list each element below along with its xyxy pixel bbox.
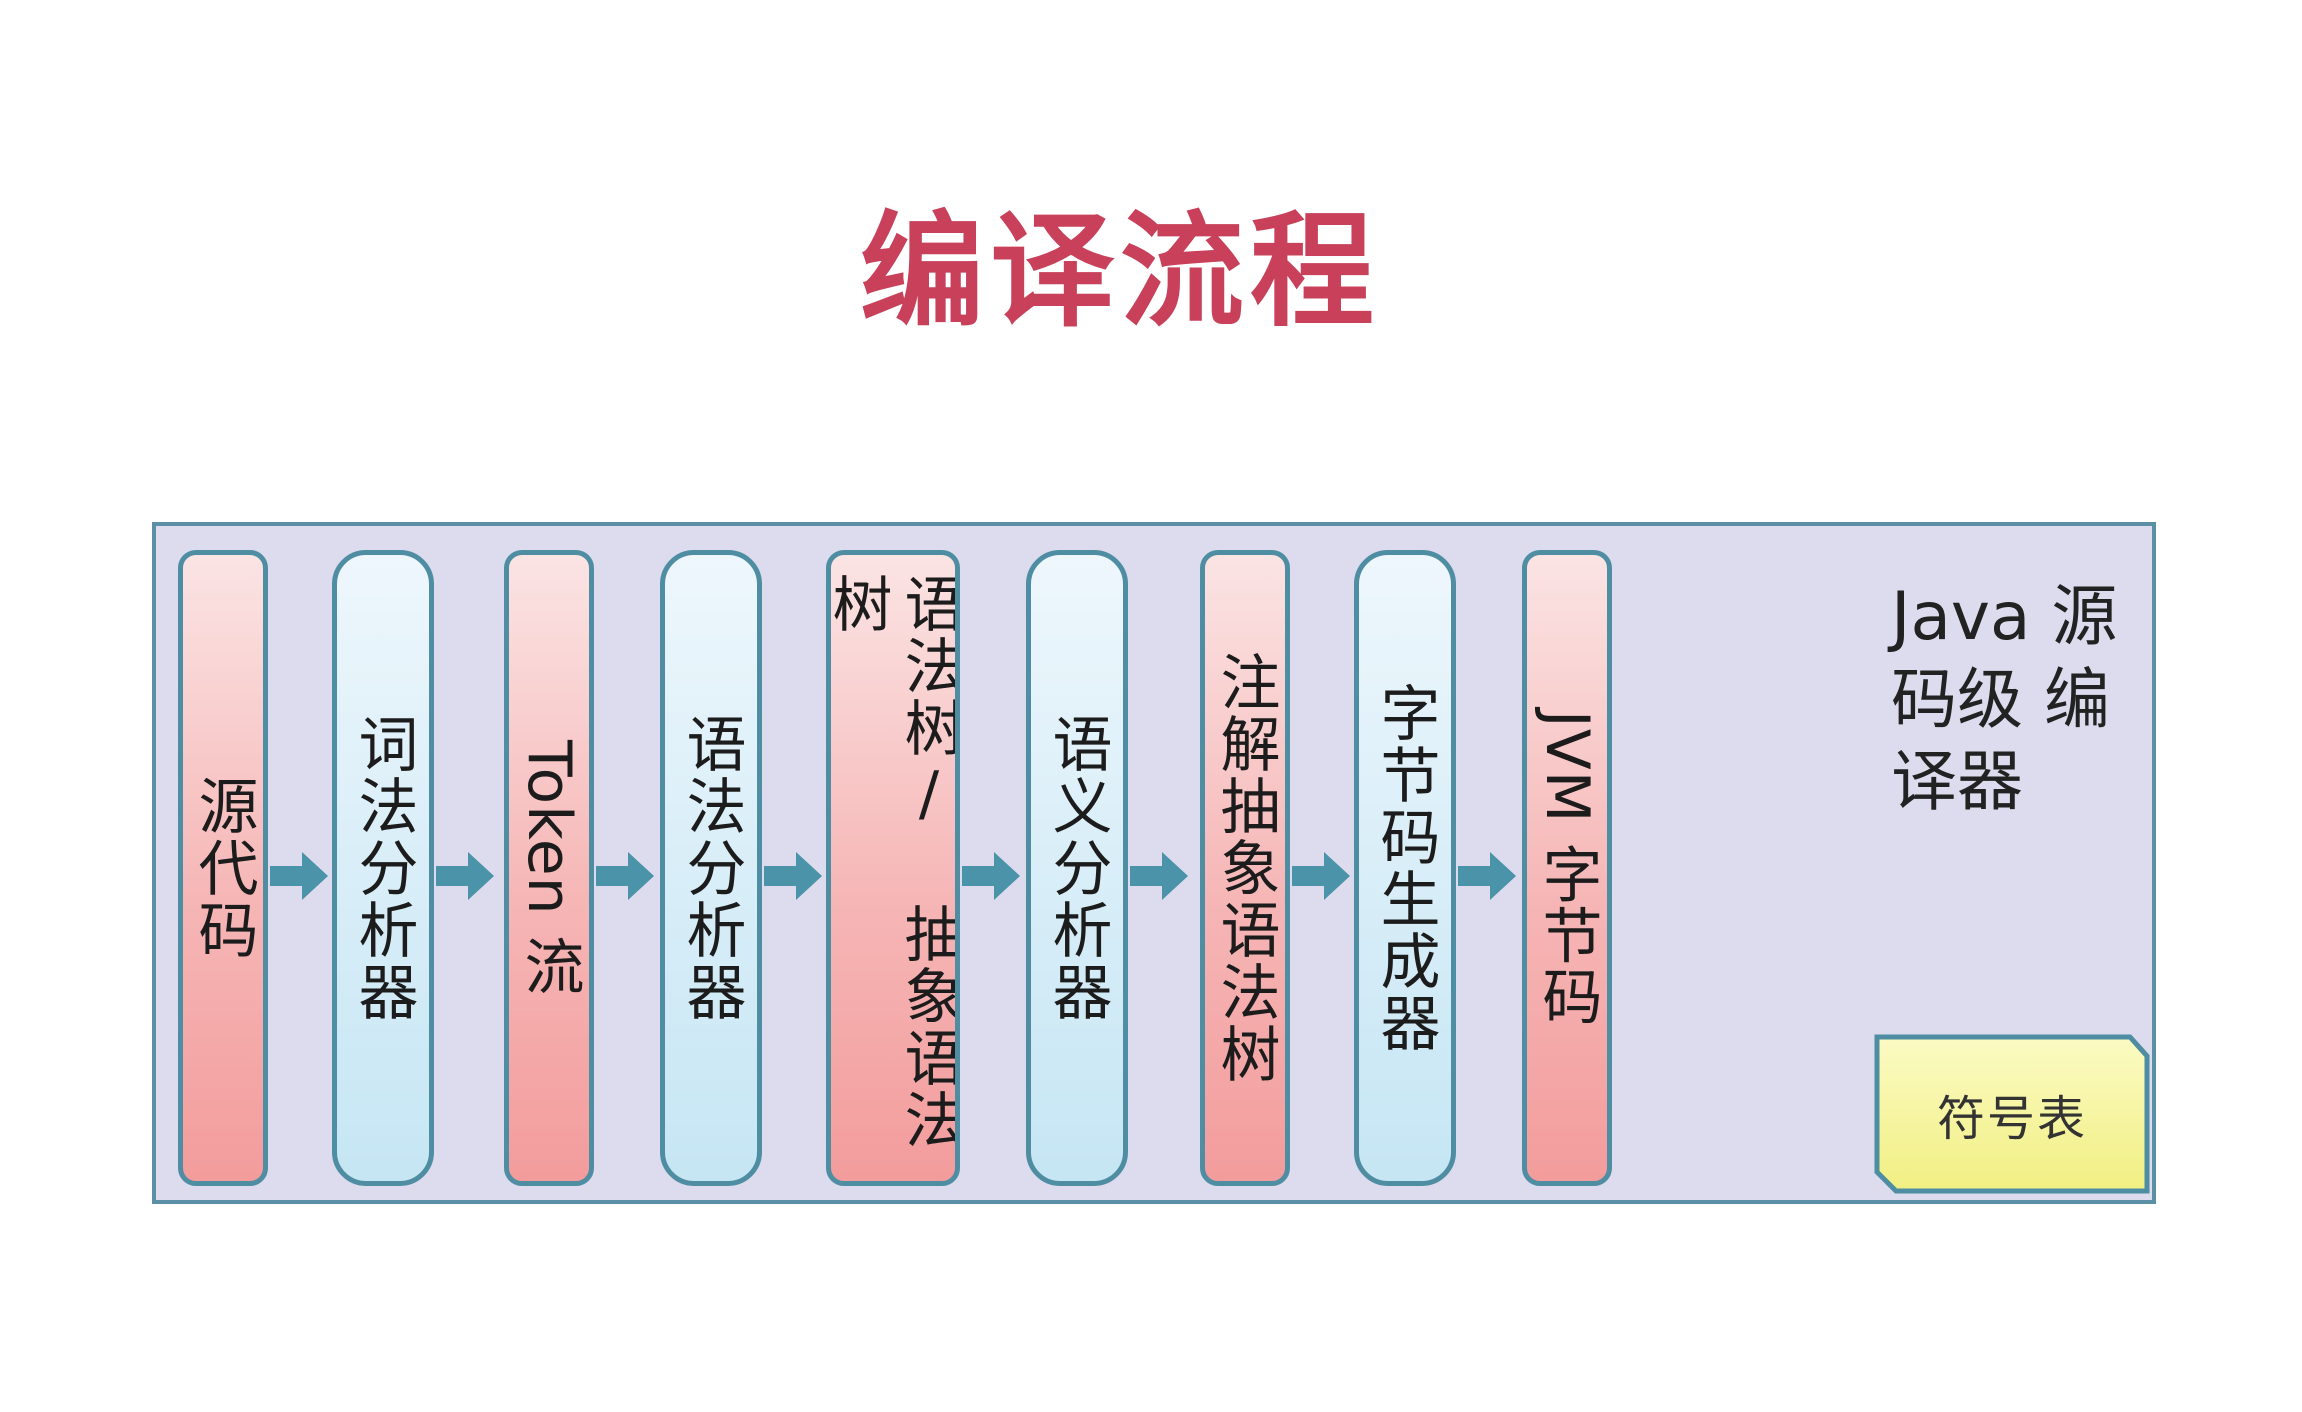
arrow-right-icon [764,852,822,900]
stage-annotated-ast: 注解抽象语法树 [1200,550,1290,1186]
stage-syntax-tree-label: 语法树/ 抽象语法树 [826,573,960,1151]
stage-source-code: 源代码 [178,550,268,1186]
stage-semantic-analyzer: 语义分析器 [1026,550,1128,1186]
diagram-title: 编译流程 [859,200,1380,344]
stage-bytecode-generator: 字节码生成器 [1354,550,1456,1186]
arrow-right-icon [1458,852,1516,900]
stage-jvm-bytecode-label: JVM 字节码 [1532,709,1602,1027]
arrow-right-icon [596,852,654,900]
stage-lexical-analyzer-label: 词法分析器 [348,713,418,1023]
stage-syntax-analyzer: 语法分析器 [660,550,762,1186]
stage-token-stream-label: Token 流 [514,739,584,997]
stage-token-stream: Token 流 [504,550,594,1186]
stage-annotated-ast-label: 注解抽象语法树 [1210,651,1280,1085]
symbol-table-label: 符号表 [1936,1091,2087,1147]
stage-syntax-tree: 语法树/ 抽象语法树 [826,550,960,1186]
stage-source-code-label: 源代码 [188,775,258,961]
arrow-right-icon [270,852,328,900]
symbol-table-box [1874,1034,2150,1194]
arrow-right-icon [1292,852,1350,900]
stage-jvm-bytecode: JVM 字节码 [1522,550,1612,1186]
compiler-frame: 源代码 词法分析器 Token 流 语法分析器 语法树/ 抽象语法树 语义分析器 [152,522,2156,1204]
stage-syntax-analyzer-label: 语法分析器 [676,713,746,1023]
stage-lexical-analyzer: 词法分析器 [332,550,434,1186]
arrow-right-icon [436,852,494,900]
arrow-right-icon [1130,852,1188,900]
stage-bytecode-generator-label: 字节码生成器 [1370,682,1440,1054]
stage-semantic-analyzer-label: 语义分析器 [1042,713,1112,1023]
scope-label: Java 源码级 编译器 [1891,578,2118,820]
arrow-right-icon [962,852,1020,900]
